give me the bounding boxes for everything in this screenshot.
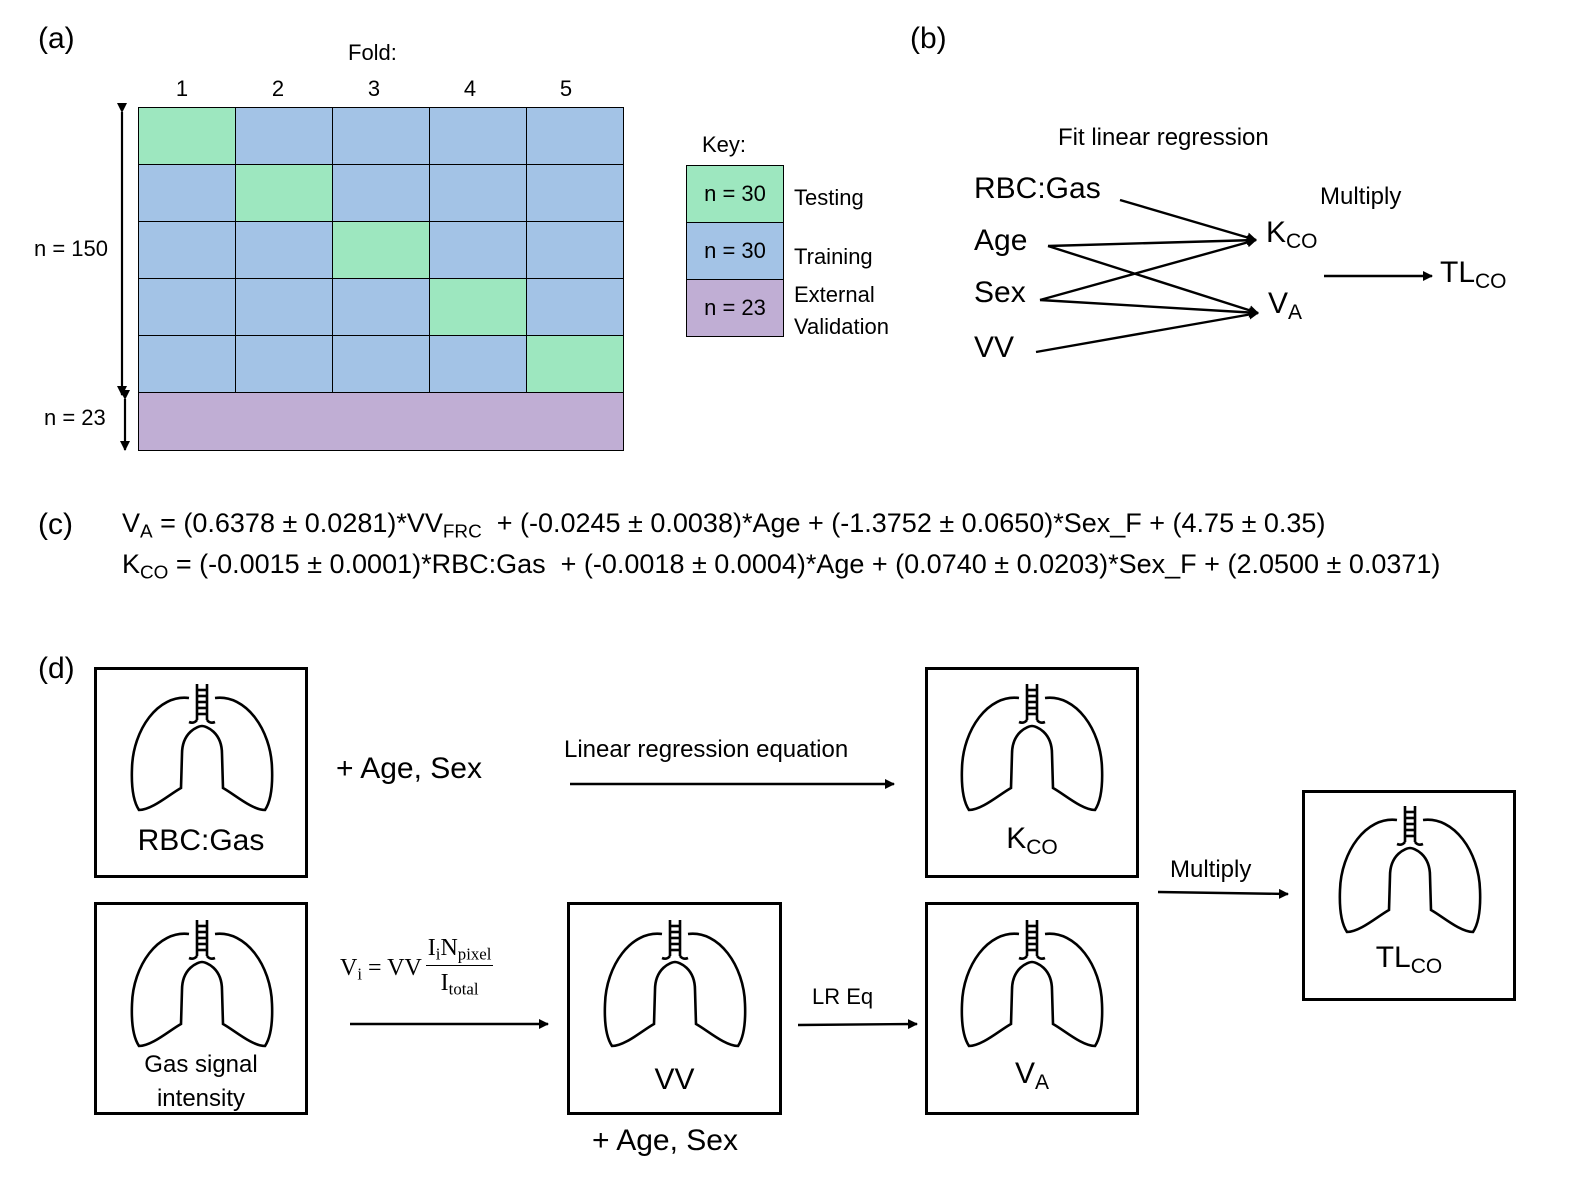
lungs-icon [960,684,1104,812]
output-va: VA [1268,287,1303,324]
fold-number: 2 [271,76,285,101]
key-box-testing: n = 30 [686,165,784,223]
panel-label-c: (c) [38,508,73,541]
panel-label-b: (b) [910,22,947,55]
rbc-gas-map-label: RBC:Gas [137,824,265,857]
gas-signal-label-2: intensity [156,1085,246,1112]
grid-cell-training [235,107,333,165]
panel-label-d: (d) [38,652,75,685]
grid-cell-training [138,164,236,222]
plus-age-sex-top: + Age, Sex [336,752,482,785]
grid-cell-testing [526,335,624,393]
grid-cell-training [332,107,430,165]
input-vv: VV [974,331,1015,364]
grid-row-external-validation [138,392,624,451]
kco-map-label: KCO [1006,822,1058,859]
output-kco: KCO [1266,216,1318,253]
key-label-validation: Validation [794,314,889,339]
grid-cell-training [429,107,527,165]
multiply-label-d: Multiply [1170,856,1252,883]
lungs-icon [130,684,274,812]
lungs-icon [960,920,1104,1048]
grid-cell-training [526,221,624,279]
input-sex: Sex [974,276,1026,309]
n-train-label: n = 150 [34,236,109,261]
fold-title: Fold: [348,40,397,65]
grid-cell-training [526,164,624,222]
key-label-training: Training [794,244,873,269]
fold-number: 3 [367,76,381,101]
lr-eq-label: LR Eq [812,984,874,1009]
input-age: Age [974,224,1028,257]
grid-cell-training [429,164,527,222]
va-map-label: VA [1014,1057,1050,1094]
key-label-external: External [794,282,875,307]
equation-va: VA = (0.6378 ± 0.0281)*VVFRC + (-0.0245 … [122,508,1326,543]
n-external-label: n = 23 [44,405,106,430]
fit-regression-title: Fit linear regression [1058,124,1269,151]
volume-formula: Vi = VV IiNpixel Itotal [340,935,494,999]
tlco-map-label: TLCO [1375,941,1443,978]
output-tlco: TLCO [1440,256,1507,293]
key-title: Key: [702,132,747,157]
lungs-icon [603,920,747,1048]
key-box-training: n = 30 [686,222,784,280]
grid-cell-testing [235,164,333,222]
lungs-icon [130,920,274,1048]
grid-cell-training [235,278,333,336]
panel-label-a: (a) [38,22,75,55]
input-rbc-gas: RBC:Gas [974,172,1101,205]
grid-cell-testing [429,278,527,336]
gas-signal-label-1: Gas signal [144,1051,258,1078]
grid-cell-training [235,335,333,393]
fold-number: 1 [175,76,189,101]
key-box-external: n = 23 [686,279,784,337]
grid-cell-testing [138,107,236,165]
equation-kco: KCO = (-0.0015 ± 0.0001)*RBC:Gas + (-0.0… [122,549,1441,584]
linear-regression-equation-label: Linear regression equation [564,736,849,763]
lungs-icon [1338,806,1482,934]
cross-validation-grid [138,107,624,451]
vv-map-label: VV [654,1063,695,1096]
fold-number: 4 [463,76,477,101]
fold-number: 5 [559,76,573,101]
key-label-testing: Testing [794,185,864,210]
multiply-label-b: Multiply [1320,183,1402,210]
plus-age-sex-bottom: + Age, Sex [592,1124,738,1157]
